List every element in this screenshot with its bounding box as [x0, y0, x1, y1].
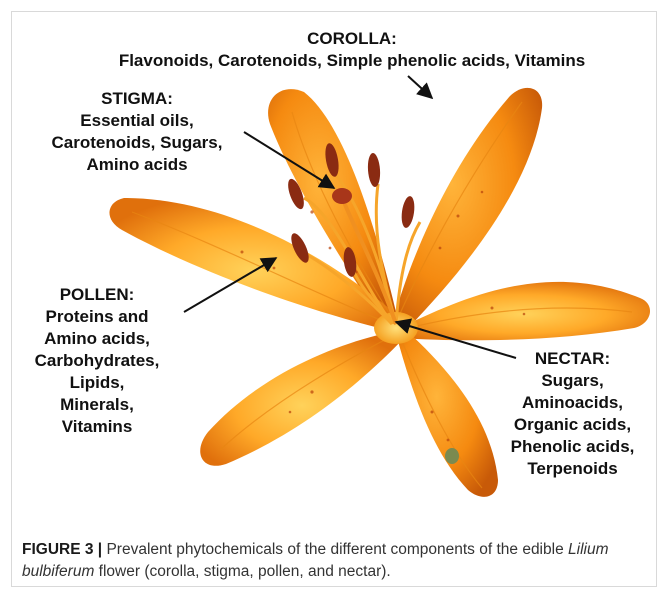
corolla-label: COROLLA: Flavonoids, Carotenoids, Simple… — [52, 28, 652, 72]
nectar-line: Organic acids, — [490, 414, 655, 436]
caption-text: Prevalent phytochemicals of the differen… — [102, 541, 568, 558]
nectar-line: Sugars, — [490, 370, 655, 392]
stigma-line: Essential oils, — [22, 110, 252, 132]
stigma-tip — [332, 188, 352, 204]
nectar-line: Aminoacids, — [490, 392, 655, 414]
figure-panel: COROLLA: Flavonoids, Carotenoids, Simple… — [11, 11, 657, 587]
arrow-corolla — [408, 76, 432, 98]
pollen-line: Carbohydrates, — [12, 350, 182, 372]
stigma-line: Carotenoids, Sugars, — [22, 132, 252, 154]
stigma-line: Amino acids — [22, 154, 252, 176]
stigma-label: STIGMA: Essential oils, Carotenoids, Sug… — [22, 88, 252, 176]
stigma-heading: STIGMA: — [22, 88, 252, 110]
pollen-label: POLLEN: Proteins and Amino acids, Carboh… — [12, 284, 182, 438]
pollen-line: Proteins and — [12, 306, 182, 328]
petal-lower-right — [396, 330, 498, 497]
pollen-line: Amino acids, — [12, 328, 182, 350]
figure-number: FIGURE 3 | — [22, 541, 102, 558]
nectar-heading: NECTAR: — [490, 348, 655, 370]
pollen-line: Minerals, — [12, 394, 182, 416]
figure-caption: FIGURE 3 | Prevalent phytochemicals of t… — [22, 539, 652, 583]
nectar-line: Terpenoids — [490, 458, 655, 480]
pollen-heading: POLLEN: — [12, 284, 182, 306]
nectar-label: NECTAR: Sugars, Aminoacids, Organic acid… — [490, 348, 655, 480]
nectar-line: Phenolic acids, — [490, 436, 655, 458]
petal-lower-left — [200, 332, 404, 466]
petal-spot — [445, 448, 459, 464]
corolla-heading: COROLLA: — [52, 28, 652, 50]
corolla-line: Flavonoids, Carotenoids, Simple phenolic… — [52, 50, 652, 72]
pollen-line: Vitamins — [12, 416, 182, 438]
caption-text-end: flower (corolla, stigma, pollen, and nec… — [94, 563, 390, 580]
pollen-line: Lipids, — [12, 372, 182, 394]
